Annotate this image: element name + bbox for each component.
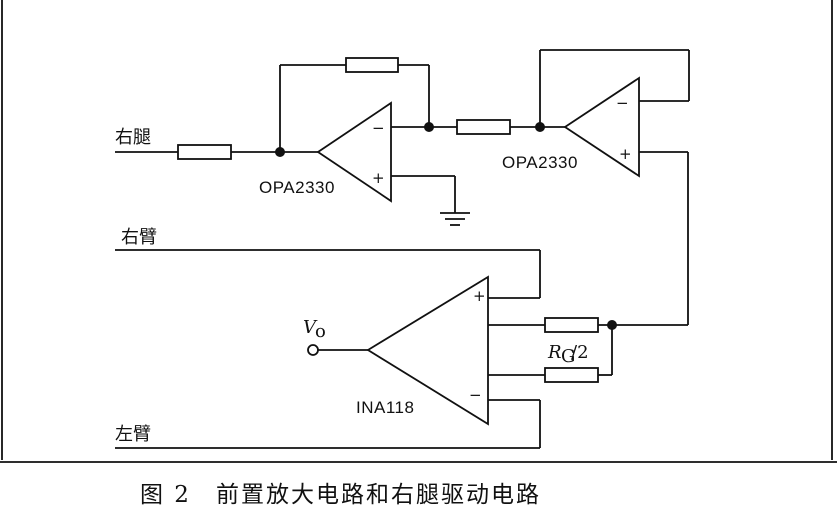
opamp2-triangle <box>563 76 640 178</box>
left-arm-label: 左臂 <box>115 424 151 445</box>
rg-tail: /2 <box>571 342 589 363</box>
opamp2-plus-sign: + <box>619 145 632 163</box>
vo-subscript: o <box>315 321 326 342</box>
right-leg-label: 右腿 <box>115 127 151 148</box>
opamp2: − + OPA2330 <box>502 76 689 325</box>
right-arm-wire <box>115 249 541 299</box>
output-terminal: V o <box>303 317 368 356</box>
inamp: + − INA118 <box>356 275 489 426</box>
opamp1-triangle <box>316 101 392 203</box>
interstage <box>391 49 690 135</box>
page-border <box>0 0 837 463</box>
interstage-resistor <box>456 119 511 135</box>
rg-resistor-top <box>544 317 599 333</box>
opamp1: − + OPA2330 <box>259 101 470 226</box>
inamp-label: INA118 <box>356 398 414 417</box>
figure-caption: 图 2 前置放大电路和右腿驱动电路 <box>140 482 541 508</box>
output-terminal-icon <box>307 344 319 356</box>
junction-dot <box>275 147 285 157</box>
opamp1-feedback <box>275 57 430 157</box>
input-resistor <box>177 144 232 160</box>
opamp2-minus-sign: − <box>616 94 629 112</box>
rg-subscript: G <box>561 346 575 367</box>
inamp-plus-sign: + <box>473 287 486 305</box>
right-arm-label: 右臂 <box>121 227 157 248</box>
inamp-minus-sign: − <box>469 386 482 404</box>
opamp1-plus-sign: + <box>372 169 385 187</box>
inamp-triangle <box>366 275 489 426</box>
opamp1-minus-sign: − <box>372 119 385 137</box>
opamp2-label: OPA2330 <box>502 153 578 172</box>
left-arm-wire <box>115 399 541 449</box>
vo-label: V <box>303 317 318 338</box>
right-leg-input <box>115 144 318 160</box>
opamp1-label: OPA2330 <box>259 178 335 197</box>
gain-resistors: R G /2 <box>488 317 688 383</box>
rg-label: R <box>547 342 562 363</box>
feedback-resistor <box>345 57 399 73</box>
rg-resistor-bottom <box>544 367 599 383</box>
